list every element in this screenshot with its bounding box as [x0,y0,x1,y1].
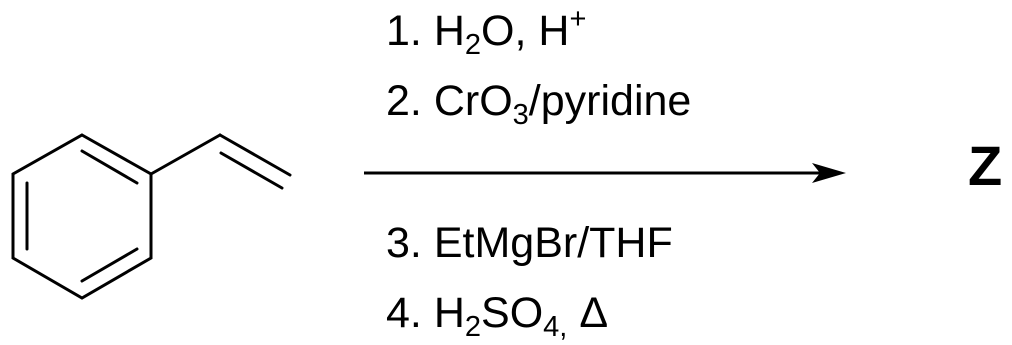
condition-step-1: 1. H2O, H+ [386,5,586,60]
step-number: 4. [386,289,422,337]
styrene-structure [11,133,292,300]
step-number: 1. [386,7,422,55]
reaction-arrow [364,163,846,183]
reagent-text: /pyridine [528,77,692,125]
reagent-text: H [433,7,465,55]
vinyl-double-bond-outer [218,133,292,177]
benzene-ring [11,133,153,300]
subscript: 3 [512,99,529,131]
arrow-head [812,163,846,183]
reagent-text: H [433,289,465,337]
condition-step-2: 2. CrO3/pyridine [386,77,692,130]
ring-double-bond [80,247,139,283]
reagent-text: O, H [481,7,570,55]
condition-step-4: 4. H2SO4, Δ [386,289,609,342]
step-number: 3. [386,219,422,267]
step-number: 2. [386,77,422,125]
condition-step-3: 3. EtMgBr/THF [386,222,673,265]
heat-symbol: Δ [579,289,609,337]
vinyl-single-bond [149,133,222,176]
ring-double-bond [80,149,139,185]
subscript: 4, [543,311,568,343]
superscript: + [569,3,587,35]
reagent-text: CrO [433,77,513,125]
subscript: 2 [464,311,482,343]
subscript: 2 [464,29,482,61]
vinyl-double-bond-inner [219,151,284,190]
product-label: Z [968,134,1003,197]
reagent-text: SO [481,289,544,337]
reagent-text: EtMgBr/THF [433,219,673,267]
